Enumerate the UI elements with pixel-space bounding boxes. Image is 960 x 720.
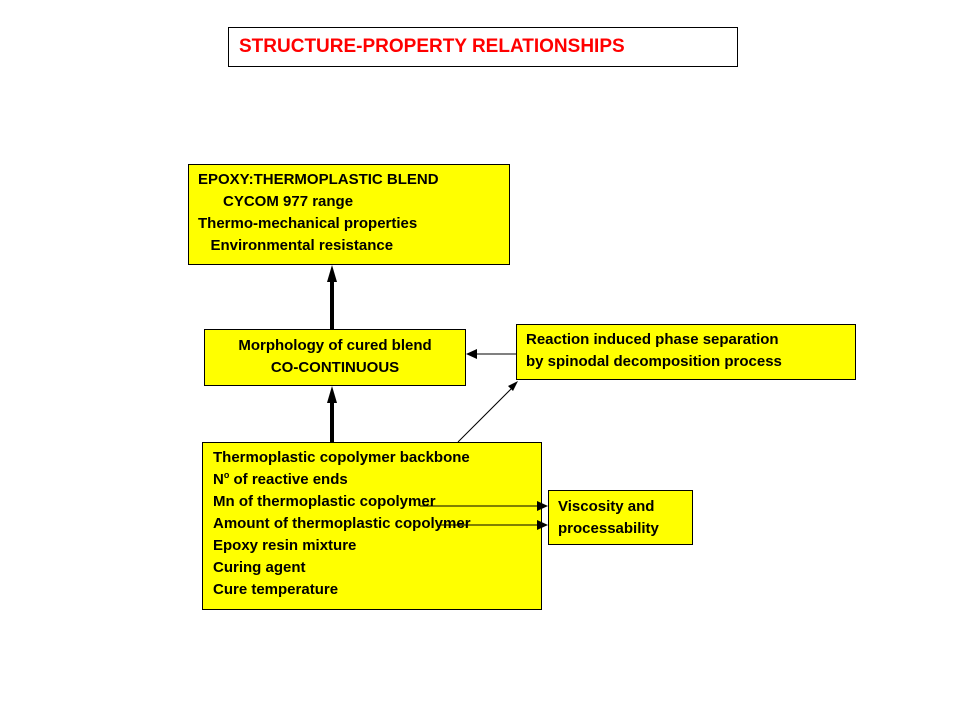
viscosity-line-1: Viscosity and [558,498,655,515]
epoxy-line-3: Thermo-mechanical properties [198,215,418,232]
epoxy-line-4: Environmental resistance [198,237,394,254]
thermoplastic-box: Thermoplastic copolymer backbone No of r… [202,442,542,610]
arrow-head-morphology-side [466,349,477,359]
thermo-line-4: Amount of thermoplastic copolymer [213,515,471,532]
title-box: STRUCTURE-PROPERTY RELATIONSHIPS [228,27,738,67]
thermo-line-2-suffix: of reactive ends [229,471,348,488]
epoxy-line-1: EPOXY:THERMOPLASTIC BLEND [198,171,439,188]
thermo-line-2: No of reactive ends [213,469,541,491]
reaction-line-2: by spinodal decomposition process [526,353,782,370]
epoxy-line-2: CYCOM 977 range [198,193,354,210]
reaction-line-1: Reaction induced phase separation [526,331,779,348]
arrow-head-reaction [508,381,518,391]
epoxy-blend-box: EPOXY:THERMOPLASTIC BLEND CYCOM 977 rang… [188,164,510,265]
morphology-box: Morphology of cured blend CO-CONTINUOUS [204,329,466,386]
reaction-box: Reaction induced phase separation by spi… [516,324,856,380]
morphology-line-1: Morphology of cured blend [238,337,432,354]
viscosity-line-2: processability [558,520,659,537]
page-title: STRUCTURE-PROPERTY RELATIONSHIPS [239,36,625,57]
thermo-line-5: Epoxy resin mixture [213,537,357,554]
arrow-head-morphology [327,386,337,403]
morphology-line-2: CO-CONTINUOUS [270,359,400,376]
arrow-head-epoxy [327,265,337,282]
thermo-line-7: Cure temperature [213,581,339,598]
arrow-thermo-to-reaction [457,385,515,443]
thermo-line-3: Mn of thermoplastic copolymer [213,493,436,510]
thermo-line-2-prefix: N [213,471,224,488]
thermo-line-6: Curing agent [213,559,306,576]
thermo-line-1: Thermoplastic copolymer backbone [213,449,470,466]
viscosity-box: Viscosity and processability [548,490,693,545]
thermo-line-2-sup: o [223,470,230,480]
